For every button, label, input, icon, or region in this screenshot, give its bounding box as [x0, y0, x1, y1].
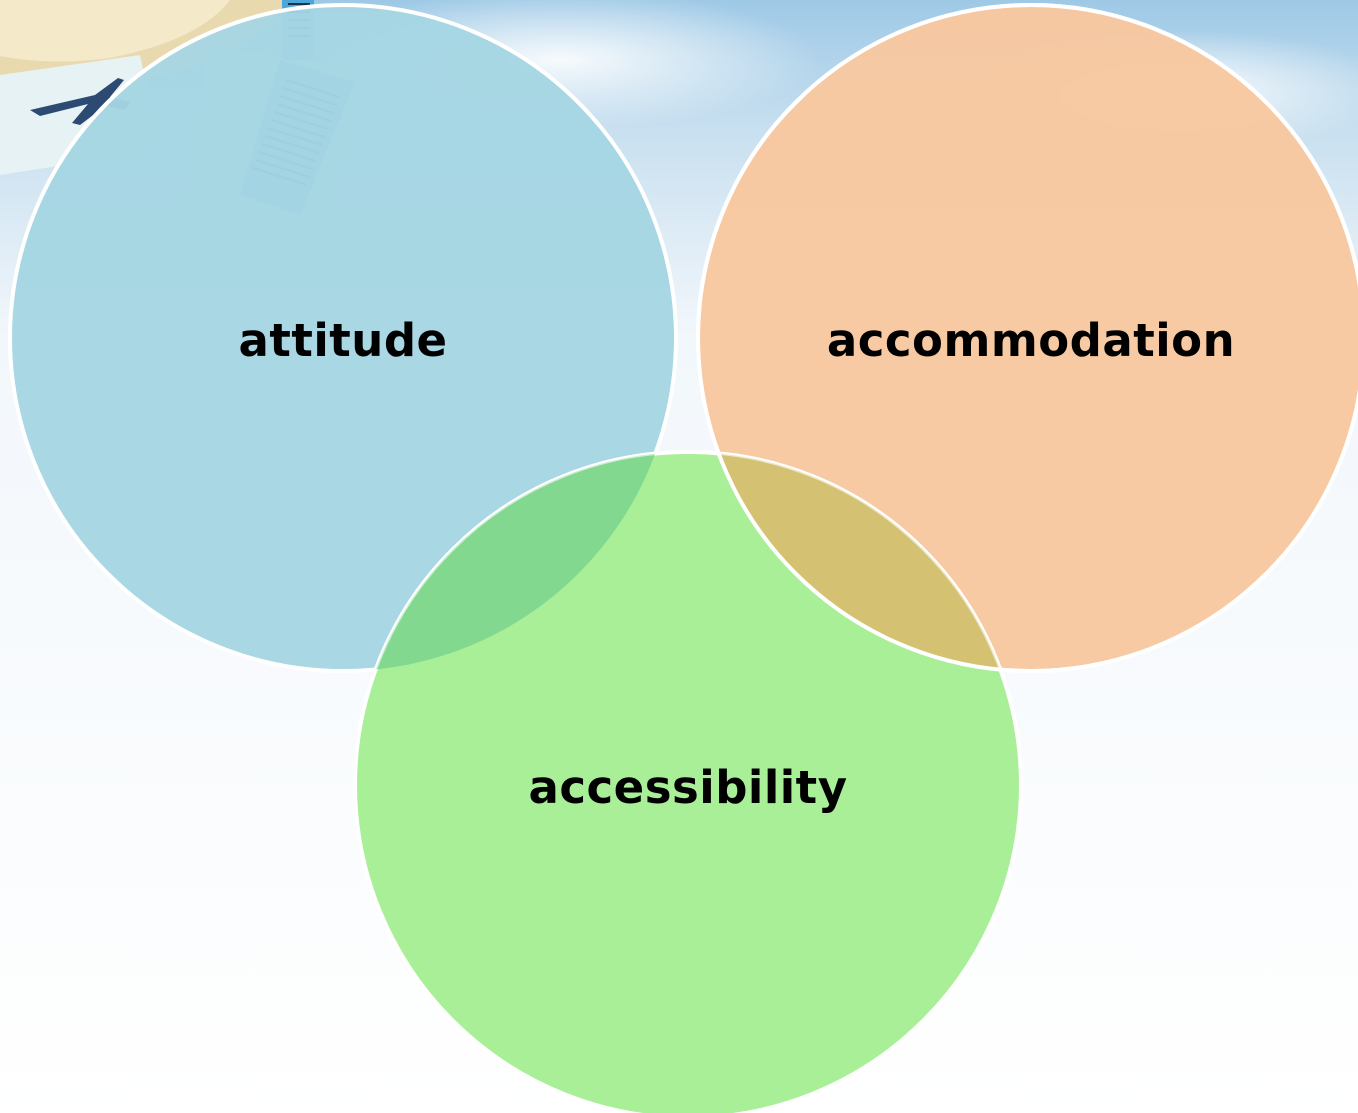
label-accessibility: accessibility: [528, 761, 847, 814]
label-attitude: attitude: [238, 314, 447, 367]
venn-diagram: attitude accommodation accessibility: [8, 3, 1358, 1113]
circle-accessibility-outline: [353, 450, 1023, 1113]
airplane-icon: [30, 78, 130, 125]
circle-accommodation-outline: [696, 3, 1358, 673]
overlap-attitude-accessibility: [355, 452, 676, 671]
hat-brim-highlight: [0, 0, 230, 62]
label-accommodation: accommodation: [827, 314, 1235, 367]
